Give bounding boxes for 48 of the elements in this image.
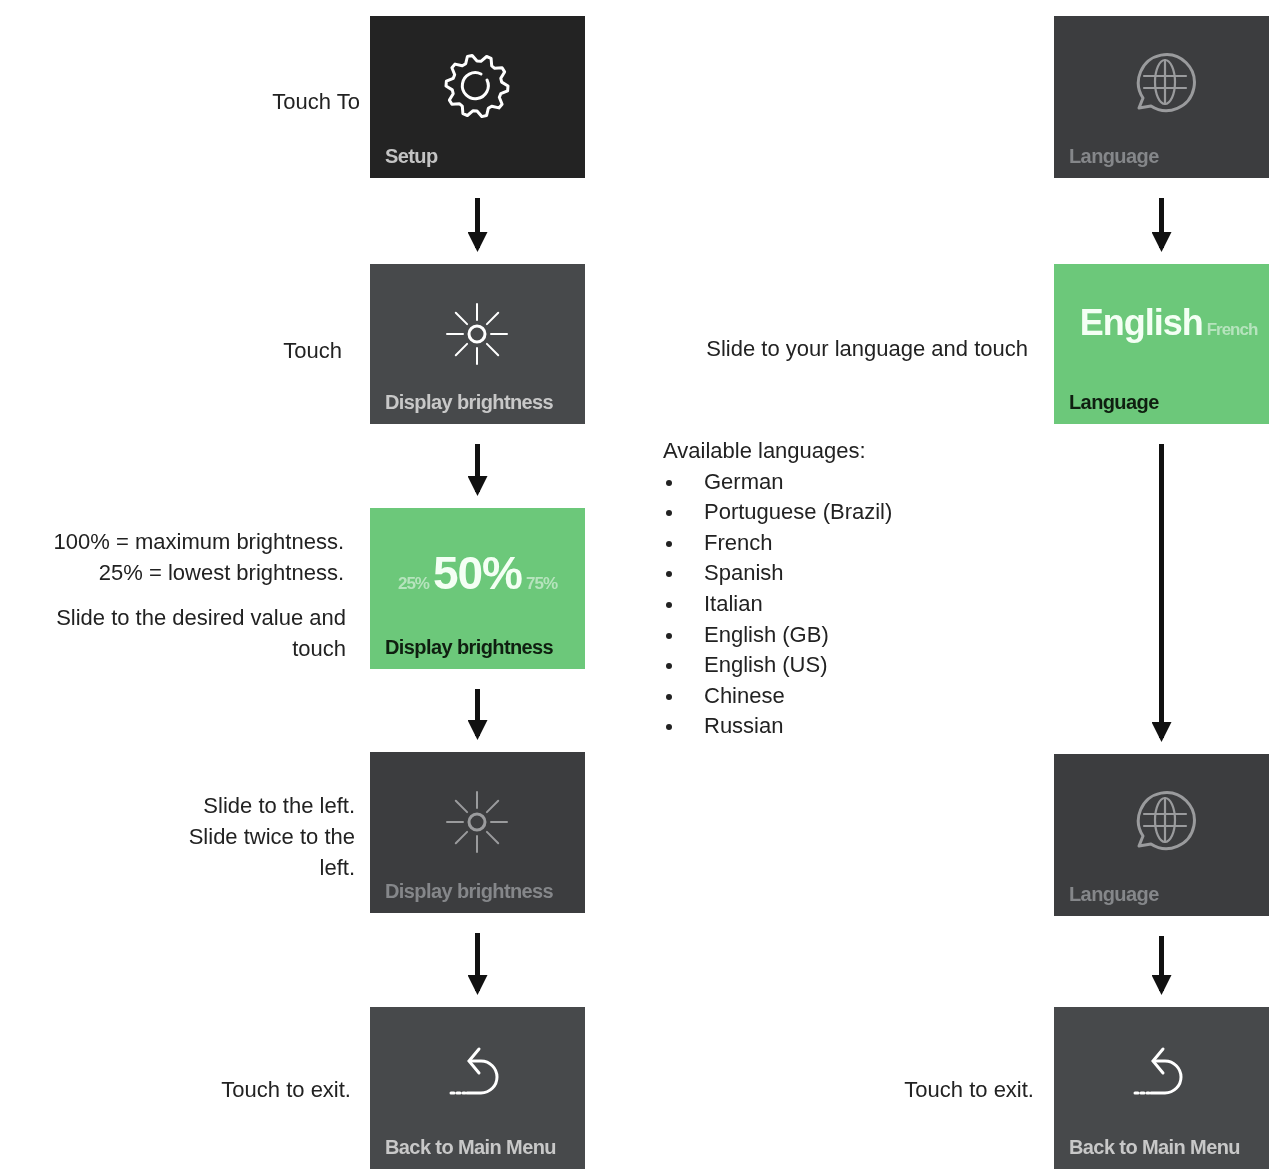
arrow bbox=[467, 444, 488, 496]
arrow bbox=[1151, 198, 1172, 252]
tile-caption: Language bbox=[1069, 391, 1159, 414]
arrow bbox=[467, 933, 488, 995]
tile-caption: Back to Main Menu bbox=[385, 1136, 556, 1159]
list-item: Chinese bbox=[663, 680, 785, 711]
selected-value: 50% bbox=[432, 546, 523, 600]
list-item: French bbox=[663, 527, 773, 558]
list-item: Russian bbox=[663, 711, 784, 742]
adjacent-value: 25% bbox=[397, 574, 429, 594]
list-item: Italian bbox=[663, 589, 763, 619]
instruction-text: Touch To bbox=[271, 88, 360, 116]
selected-value: English bbox=[1079, 302, 1203, 344]
instruction-text: Touch bbox=[282, 337, 342, 365]
instruction-text: Slide to the desired value and touch bbox=[55, 604, 346, 663]
screen-tile bbox=[1054, 754, 1269, 916]
tile-caption: Language bbox=[1069, 883, 1159, 906]
adjacent-value: 75% bbox=[526, 574, 558, 594]
tile-caption: Display brightness bbox=[385, 636, 554, 659]
tile-caption: Display brightness bbox=[385, 391, 554, 414]
screen-tile bbox=[370, 508, 585, 669]
list-item: Portuguese (Brazil) bbox=[663, 497, 893, 528]
instruction-text: Touch to exit. bbox=[903, 1076, 1034, 1104]
adjacent-value: French bbox=[1206, 320, 1258, 340]
arrow bbox=[1151, 444, 1172, 742]
screen-tile bbox=[1054, 16, 1269, 178]
screen-tile bbox=[1054, 264, 1269, 424]
screen-tile bbox=[370, 752, 585, 913]
arrow bbox=[1151, 936, 1172, 995]
screen-tile bbox=[370, 16, 585, 178]
instruction-text: Touch to exit. bbox=[220, 1076, 351, 1104]
tile-caption: Back to Main Menu bbox=[1069, 1136, 1240, 1159]
tile-caption: Setup bbox=[385, 145, 438, 168]
arrow bbox=[467, 198, 488, 252]
tile-caption: Language bbox=[1069, 145, 1159, 168]
arrow bbox=[467, 689, 488, 740]
screen-tile bbox=[370, 1007, 585, 1169]
instruction-text: Slide to your language and touch bbox=[705, 335, 1028, 363]
screen-tile bbox=[1054, 1007, 1269, 1169]
list-item: English (US) bbox=[663, 650, 828, 681]
list-item: English (GB) bbox=[663, 619, 829, 650]
tile-caption: Display brightness bbox=[385, 880, 554, 903]
list-item: German bbox=[663, 466, 784, 497]
list-item: Spanish bbox=[663, 558, 784, 589]
screen-tile bbox=[370, 264, 585, 424]
instruction-text: Slide to the left. Slide twice to the left. bbox=[187, 792, 355, 882]
list-heading: Available languages: bbox=[663, 437, 866, 465]
instruction-text: 100% = maximum brightness. 25% = lowest brightness. bbox=[52, 528, 344, 587]
